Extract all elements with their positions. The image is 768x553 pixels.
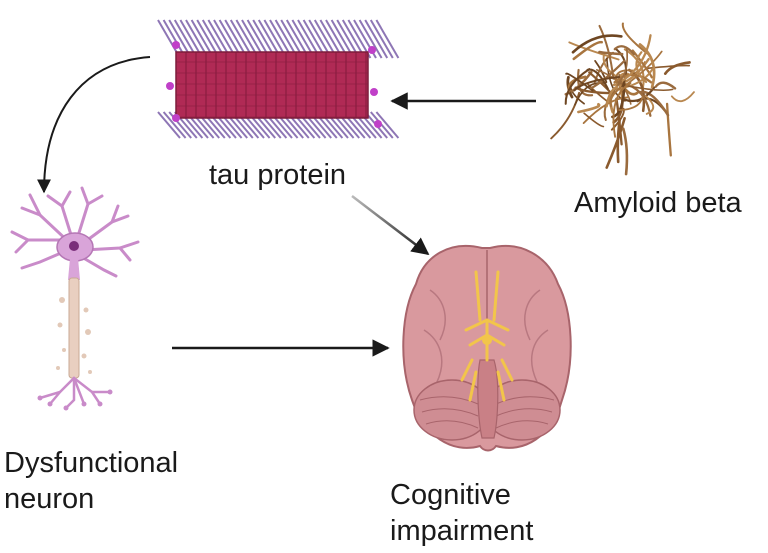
cognitive-impairment-label: Cognitive impairment — [390, 477, 533, 549]
arrow-tau-to-cognition — [351, 195, 430, 256]
tau-protein-label: tau protein — [209, 159, 347, 191]
cognitive-impairment-label-line1: Cognitive — [390, 479, 511, 511]
amyloid-beta-label: Amyloid beta — [574, 187, 742, 219]
arrow-tau-to-neuron — [37, 56, 151, 194]
dysfunctional-neuron-label: Dysfunctional neuron — [4, 445, 178, 517]
tau-protein-fibril-icon — [157, 19, 400, 139]
cognitive-impairment-label-line2: impairment — [390, 515, 534, 547]
dysfunctional-neuron-label-line2: neuron — [4, 483, 95, 515]
brain-icon — [402, 244, 572, 452]
dysfunctional-neuron-label-line1: Dysfunctional — [4, 447, 179, 479]
amyloid-beta-tangle-icon — [550, 22, 695, 176]
neuron-icon — [10, 186, 140, 411]
